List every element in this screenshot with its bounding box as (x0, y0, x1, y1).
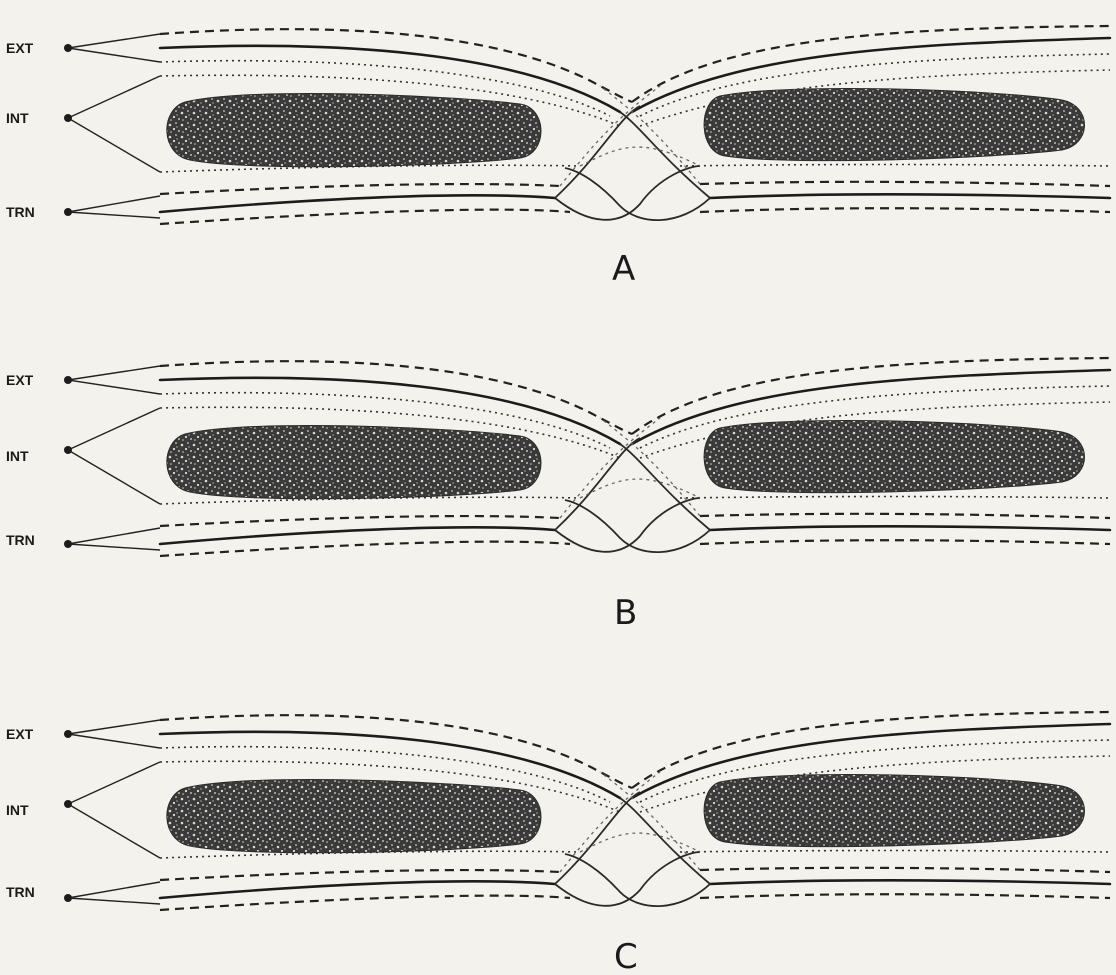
panel-a-trn-label: TRN (6, 204, 35, 220)
panel-a-ext-label: EXT (6, 40, 34, 56)
panel-c-letter: C (614, 937, 638, 975)
panel-b-ext-label: EXT (6, 372, 34, 388)
panel-b: EXT INT TRN B (6, 358, 1110, 633)
panel-a-drawing (64, 26, 1110, 224)
panel-c: EXT INT TRN C (6, 712, 1110, 975)
panel-a-letter: A (612, 249, 635, 289)
panel-b-trn-label: TRN (6, 532, 35, 548)
panel-b-int-label: INT (6, 448, 29, 464)
panel-c-drawing (64, 712, 1110, 910)
panel-c-ext-label: EXT (6, 726, 34, 742)
panel-b-drawing (64, 358, 1110, 556)
panel-c-int-label: INT (6, 802, 29, 818)
panel-c-trn-label: TRN (6, 884, 35, 900)
panel-b-letter: B (614, 593, 637, 633)
panel-a-int-label: INT (6, 110, 29, 126)
panel-a: EXT INT TRN A (6, 26, 1110, 289)
